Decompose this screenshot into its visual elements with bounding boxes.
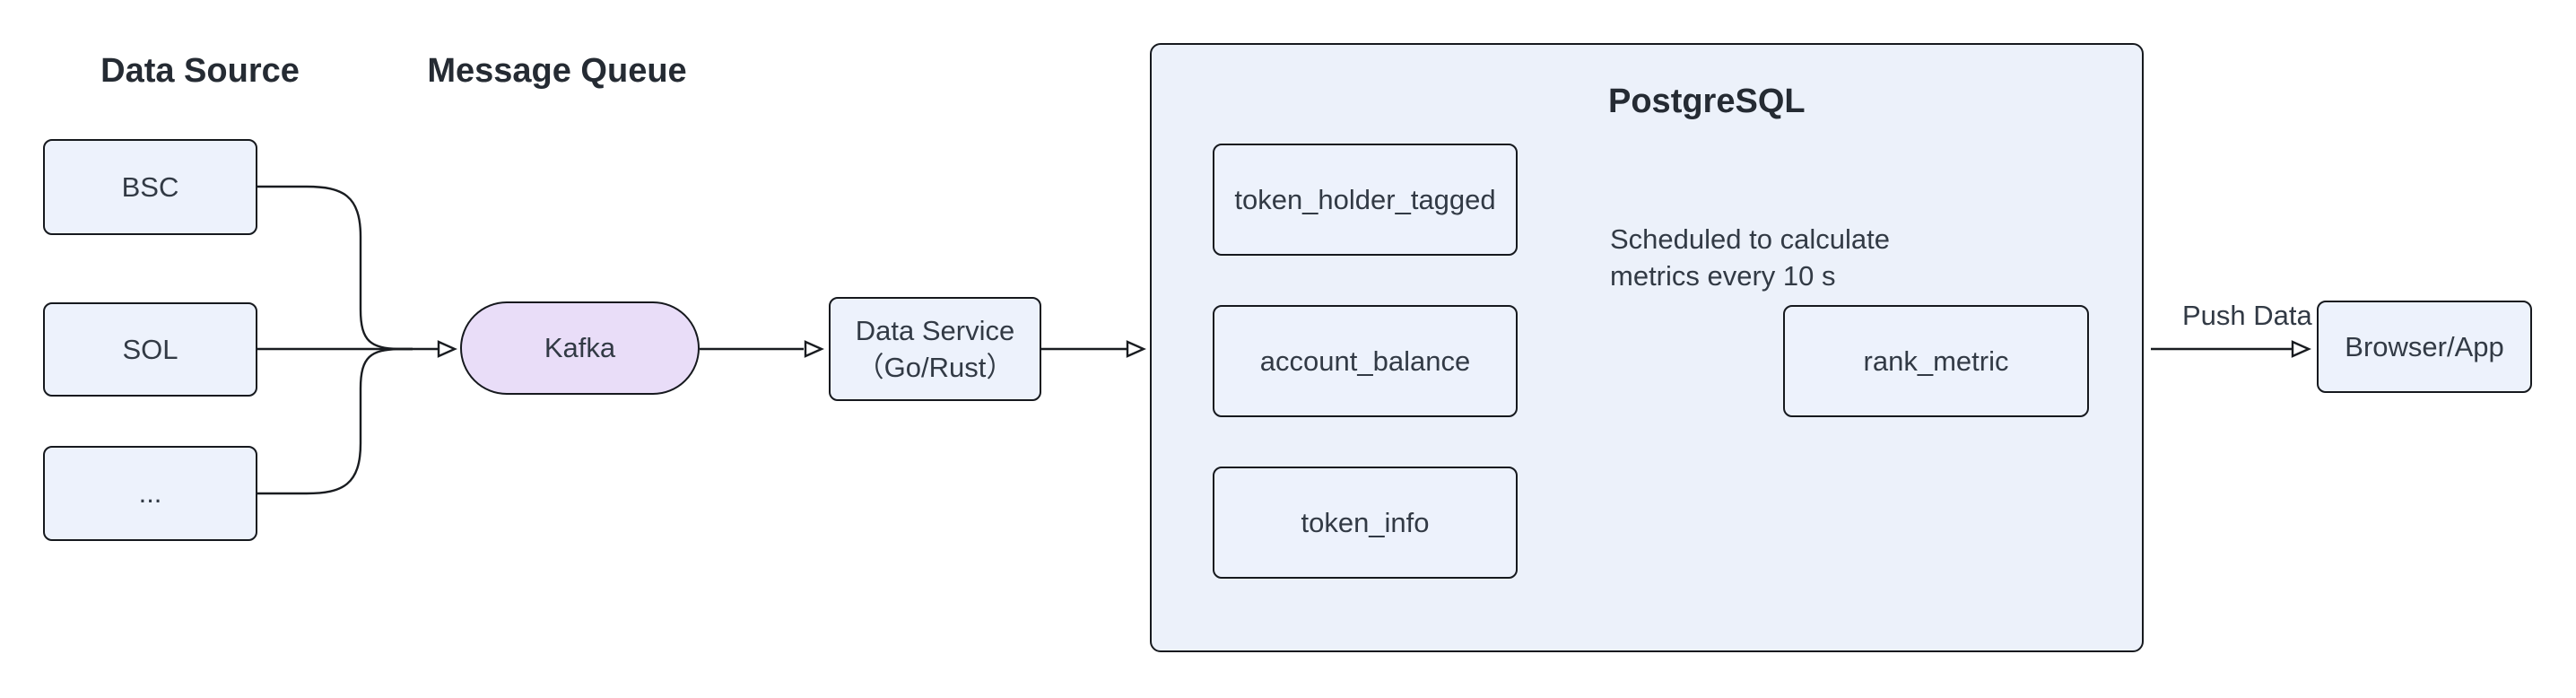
node-sol: SOL [43, 302, 257, 397]
node-token-holder-tagged: token_holder_tagged [1213, 144, 1518, 256]
node-kafka-label: Kafka [544, 332, 616, 363]
node-rank-metric-label: rank_metric [1863, 345, 2009, 377]
section-title-message-queue: Message Queue [427, 52, 687, 90]
node-token-info: token_info [1213, 467, 1518, 579]
section-title-data-source: Data Source [100, 52, 300, 90]
node-data-service-label-line1: Data Service [855, 315, 1015, 346]
arrowhead-into-kafka [437, 340, 457, 358]
node-account-balance-label: account_balance [1259, 345, 1471, 377]
node-more-sources-label: ... [138, 477, 162, 509]
node-data-service-label-line2: （Go/Rust） [856, 352, 1014, 383]
node-token-info-label: token_info [1301, 506, 1430, 538]
postgresql-title: PostgreSQL [1608, 83, 1806, 120]
edge-bsc-to-kafka [257, 185, 413, 351]
node-browser-app-label: Browser/App [2345, 330, 2504, 362]
edge-label-push-data: Push Data [2182, 300, 2312, 331]
node-sol-label: SOL [122, 333, 178, 365]
arrowhead-into-postgresql [1126, 340, 1146, 358]
node-bsc-label: BSC [121, 170, 179, 203]
node-browser-app: Browser/App [2317, 301, 2532, 393]
node-account-balance: account_balance [1213, 305, 1518, 417]
node-rank-metric: rank_metric [1783, 305, 2089, 417]
node-kafka: Kafka [460, 301, 700, 395]
edge-more-to-kafka [257, 347, 413, 495]
node-bsc: BSC [43, 139, 257, 235]
arrowhead-into-browserapp [2291, 340, 2311, 358]
node-token-holder-tagged-label: token_holder_tagged [1234, 183, 1496, 215]
schedule-annotation-line1: Scheduled to calculate [1610, 223, 1890, 255]
arrowhead-into-dataservice [804, 340, 824, 358]
schedule-annotation-line2: metrics every 10 s [1610, 260, 1836, 292]
node-data-service: Data Service （Go/Rust） [829, 297, 1041, 401]
schedule-annotation: Scheduled to calculate metrics every 10 … [1610, 221, 1890, 294]
node-more-sources: ... [43, 446, 257, 541]
